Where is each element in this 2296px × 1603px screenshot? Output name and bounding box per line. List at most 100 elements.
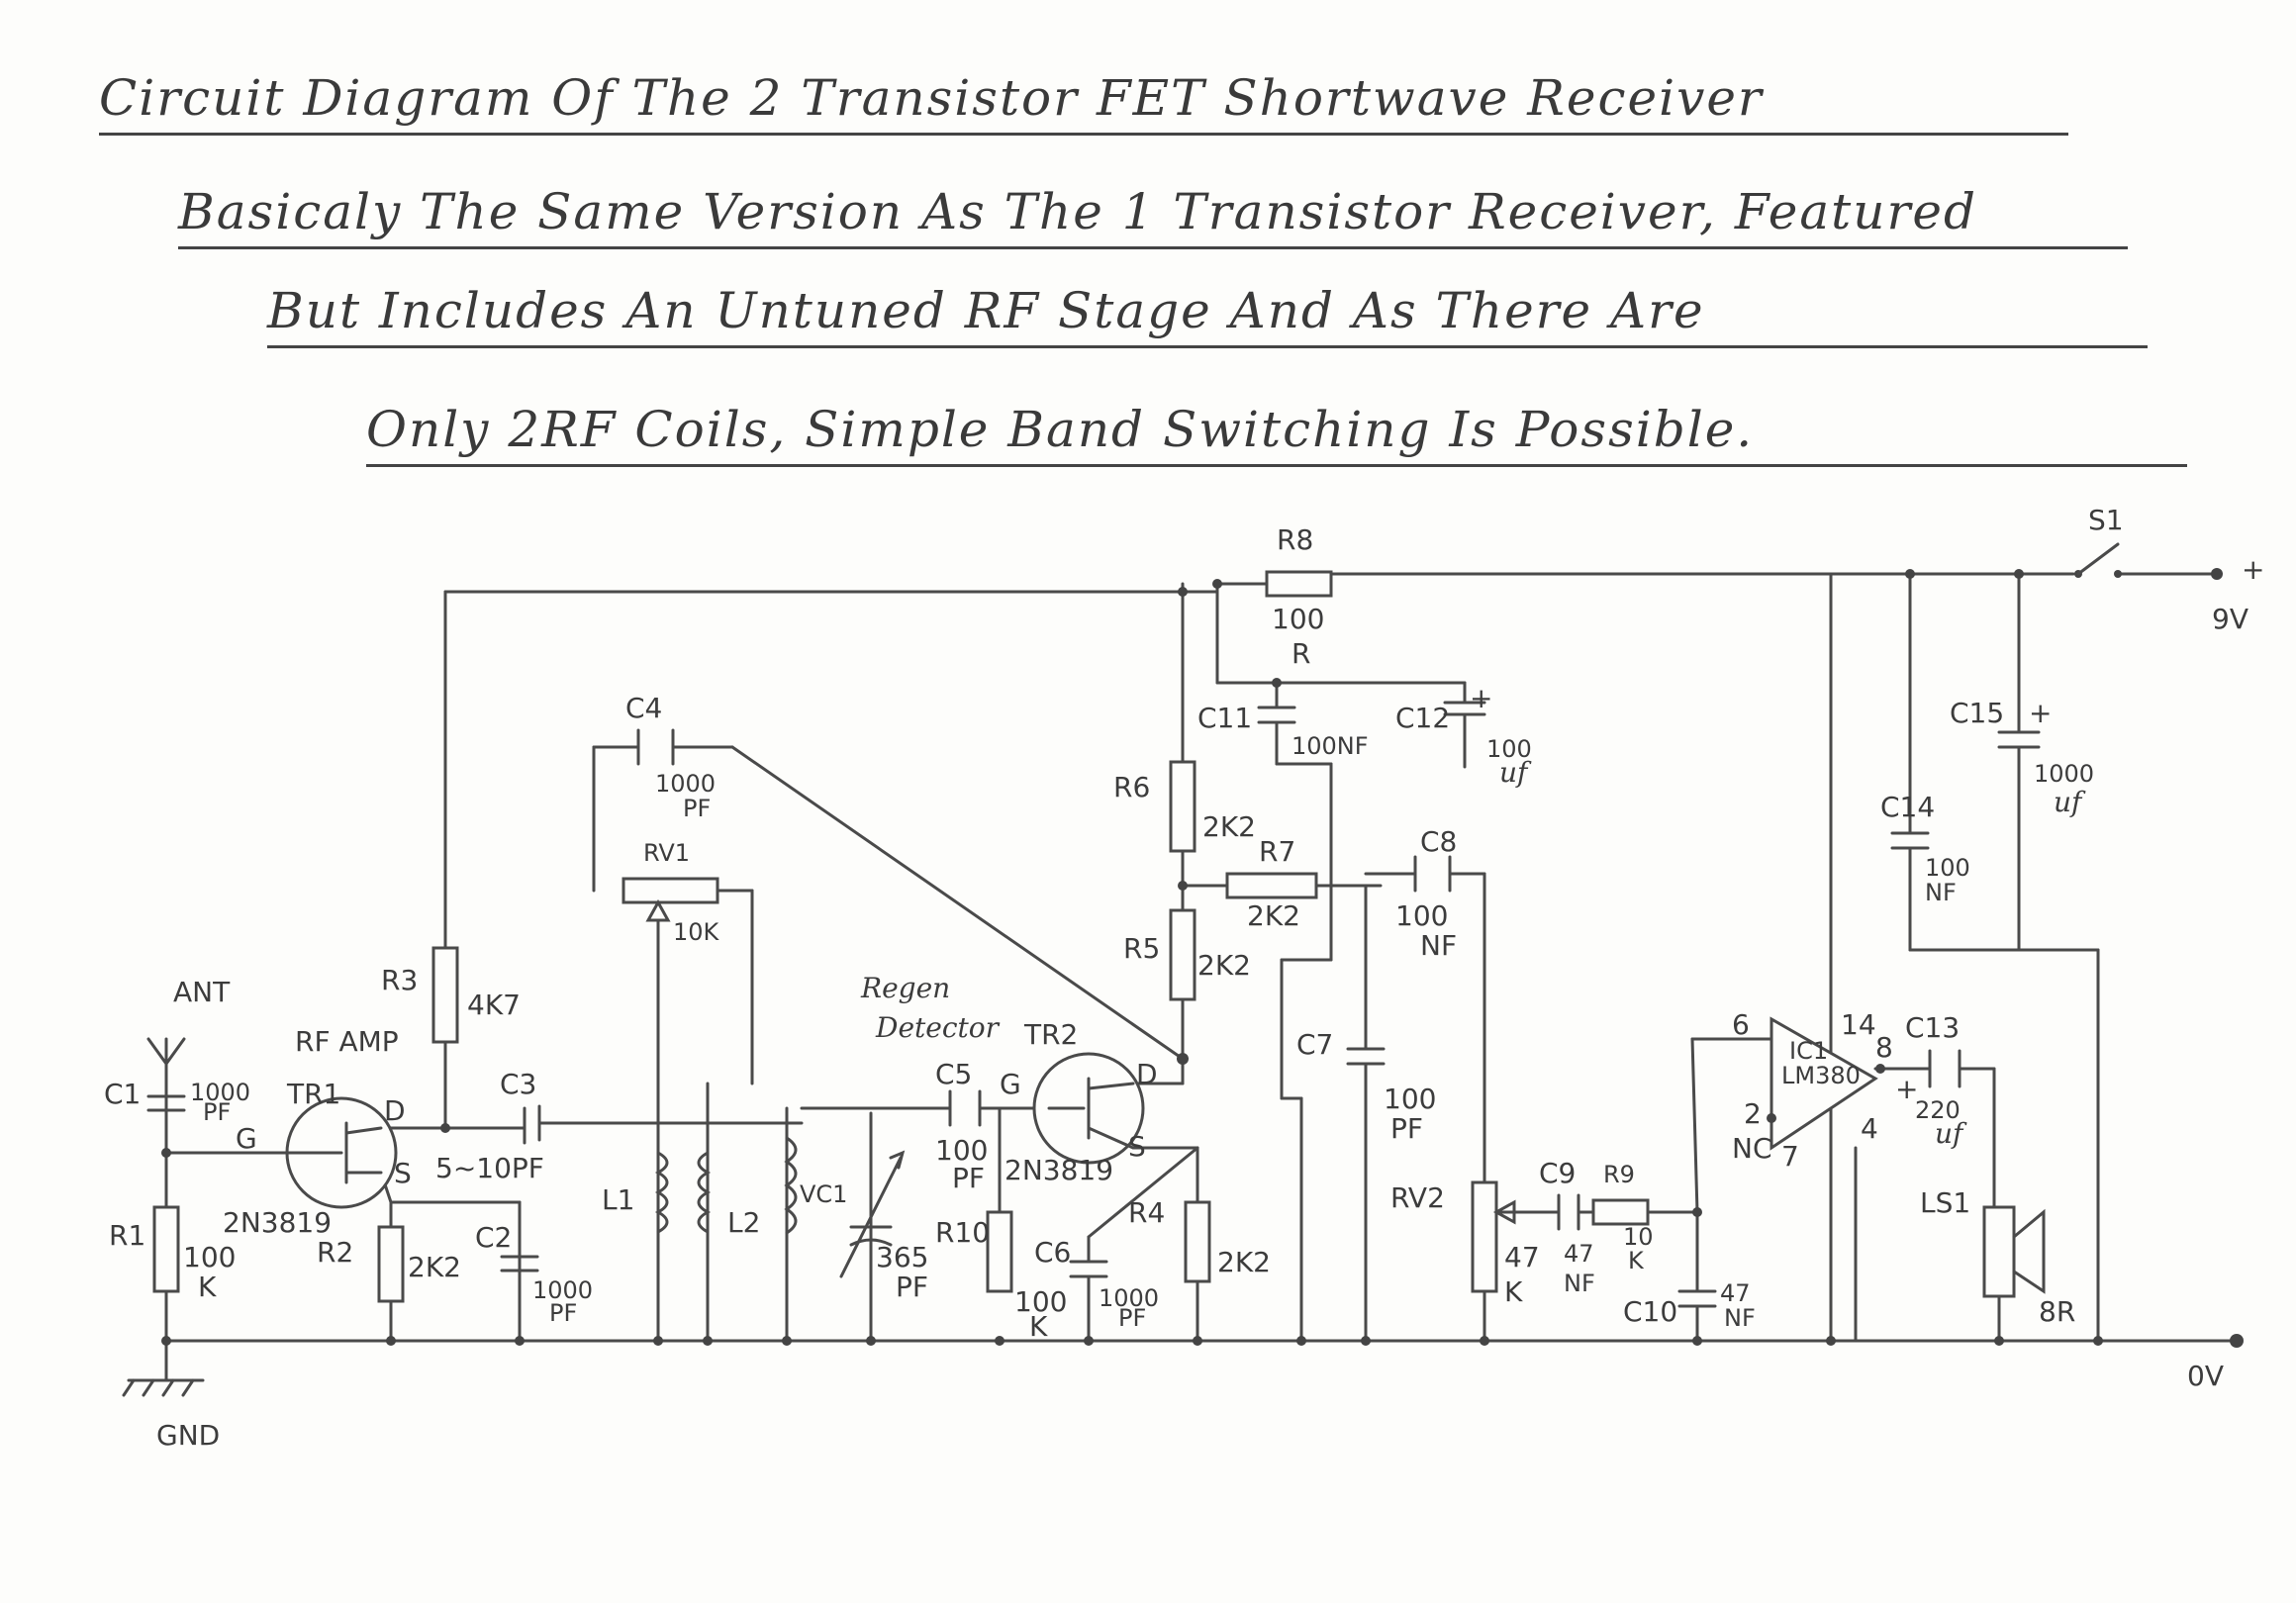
r8-value: 100 [1272, 603, 1324, 635]
c1-value-unit: PF [203, 1098, 231, 1126]
c10-value-unit: NF [1724, 1304, 1756, 1332]
rv2-wiper-icon [1492, 1199, 1516, 1225]
r10-value: 100 [1014, 1285, 1067, 1318]
rv1-label: RV1 [643, 839, 690, 867]
c13-value: 220 [1915, 1096, 1961, 1124]
l1-label: L1 [602, 1183, 634, 1216]
resistor-r2 [377, 1225, 405, 1303]
r10-value-unit: K [1029, 1310, 1048, 1343]
c15-plus: + [2029, 697, 2052, 729]
ic1-pin-4: 4 [1861, 1112, 1878, 1145]
nc-label: NC [1732, 1132, 1772, 1165]
tr1-gate-label: G [236, 1122, 257, 1155]
capacitor-c10 [1677, 1289, 1717, 1308]
capacitor-c3 [523, 1104, 541, 1145]
title-line-2: Basicaly The Same Version As The 1 Trans… [178, 183, 2128, 249]
c7-value-unit: PF [1390, 1112, 1423, 1145]
c1-label: C1 [104, 1078, 141, 1110]
tr2-gate-label: G [1000, 1068, 1021, 1100]
l2-label: L2 [727, 1206, 760, 1239]
ls1-value: 8R [2039, 1295, 2075, 1328]
r1-value: 100 [183, 1241, 236, 1273]
c10-value: 47 [1720, 1279, 1751, 1307]
c9-value: 47 [1564, 1240, 1594, 1268]
ic1-pin-6: 6 [1732, 1008, 1750, 1041]
c11-label: C11 [1197, 702, 1252, 734]
r10-label: R10 [935, 1216, 990, 1249]
capacitor-c14 [1890, 831, 1930, 850]
c12-value-unit: uf [1499, 756, 1532, 789]
title-line-3: But Includes An Untuned RF Stage And As … [267, 282, 2148, 348]
r7-label: R7 [1259, 835, 1295, 868]
r2-value: 2K2 [408, 1251, 461, 1283]
resistor-r4 [1184, 1200, 1211, 1283]
rv2-value: 47 [1504, 1241, 1540, 1273]
c7-label: C7 [1296, 1028, 1333, 1061]
zero-volt-label: 0V [2187, 1360, 2224, 1392]
capacitor-c15 [1997, 730, 2041, 749]
supply-voltage-label: 9V [2212, 603, 2248, 635]
tr2-source-label: S [1128, 1130, 1146, 1163]
title-line-4: Only 2RF Coils, Simple Band Switching Is… [366, 401, 2187, 467]
tr1-source-label: S [394, 1157, 412, 1189]
tr2-drain-label: D [1136, 1058, 1158, 1090]
ls1-label: LS1 [1920, 1186, 1970, 1219]
c5-value-unit: PF [952, 1162, 985, 1194]
rv1-wiper-icon [645, 898, 671, 922]
vc1-value-unit: PF [896, 1271, 928, 1303]
c2-label: C2 [475, 1221, 512, 1254]
c12-value: 100 [1486, 735, 1532, 763]
c13-value-unit: uf [1935, 1117, 1967, 1150]
ic1-pin-8: 8 [1875, 1031, 1893, 1064]
component-labels: ANT GND 0V + 9V S1 R8 100 R C4 1000 PF R… [104, 504, 2264, 1452]
c2-value: 1000 [532, 1276, 593, 1304]
potentiometer-rv2 [1471, 1180, 1498, 1293]
c14-value: 100 [1925, 854, 1970, 882]
amplifier-ic1 [1770, 1016, 1878, 1151]
ground-icon [122, 1339, 205, 1397]
r7-value: 2K2 [1247, 899, 1300, 932]
r9-value-unit: K [1628, 1247, 1645, 1274]
c8-label: C8 [1420, 825, 1457, 858]
title-block: Circuit Diagram Of The 2 Transistor FET … [0, 0, 2296, 495]
vc1-value: 365 [876, 1241, 928, 1273]
wires [164, 572, 2244, 1343]
c3-label: C3 [500, 1068, 536, 1100]
rv2-value-unit: K [1504, 1275, 1523, 1308]
capacitor-c9 [1557, 1193, 1580, 1231]
c4-value: 1000 [655, 770, 716, 798]
rv1-value: 10K [673, 918, 720, 946]
speaker-ls1 [1982, 1205, 2046, 1298]
inductor-l2 [784, 1136, 798, 1235]
c7-value: 100 [1384, 1083, 1436, 1115]
capacitor-c5 [948, 1089, 982, 1127]
capacitor-c6 [1069, 1260, 1108, 1343]
regen-label: Regen [860, 972, 950, 1004]
tr2-part-label: 2N3819 [1004, 1154, 1113, 1186]
gnd-label: GND [156, 1419, 220, 1452]
resistor-r6 [1169, 760, 1196, 853]
c10-label: C10 [1623, 1295, 1677, 1328]
c5-value: 100 [935, 1134, 988, 1167]
capacitor-c7 [1346, 1047, 1386, 1066]
c14-value-unit: NF [1925, 879, 1957, 906]
transistor-tr1 [285, 1096, 398, 1209]
r1-value-unit: K [198, 1271, 217, 1303]
r8-label: R8 [1277, 523, 1313, 556]
resistor-r8 [1265, 570, 1333, 598]
r6-label: R6 [1113, 771, 1150, 803]
r5-label: R5 [1123, 932, 1160, 965]
r2-label: R2 [317, 1236, 353, 1269]
ic1-part-label: LM380 [1781, 1062, 1861, 1089]
c15-value-unit: uf [2054, 786, 2086, 818]
r3-label: R3 [381, 964, 418, 996]
c6-label: C6 [1034, 1236, 1071, 1269]
r5-value: 2K2 [1197, 949, 1251, 982]
rv2-label: RV2 [1390, 1181, 1445, 1214]
c12-plus: + [1470, 682, 1492, 714]
s1-label: S1 [2088, 504, 2124, 536]
c15-label: C15 [1950, 697, 2004, 729]
c5-label: C5 [935, 1058, 972, 1090]
